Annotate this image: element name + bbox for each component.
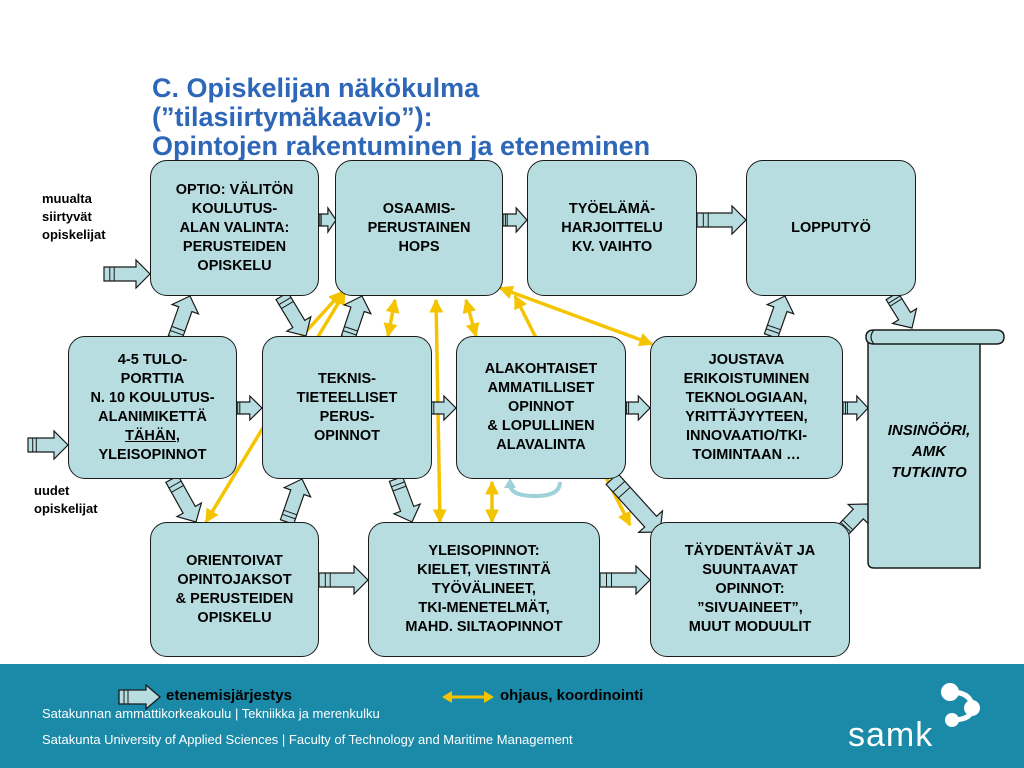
guidance-legend-icon (442, 691, 494, 703)
arrow-teknis-hops (340, 295, 373, 341)
box-alakohtaiset: ALAKOHTAISET AMMATILLISET OPINNOT & LOPU… (456, 336, 626, 479)
box-tyoelama: TYÖELÄMÄ- HARJOITTELU KV. VAIHTO (527, 160, 697, 296)
arrow-lopputyo-scroll (885, 291, 918, 329)
footer-bar (0, 664, 1024, 768)
box-hops: OSAAMIS- PERUSTAINEN HOPS (335, 160, 503, 296)
arrow-teknis-hops-tick (344, 326, 358, 332)
label-new-students: uudet opiskelijat (34, 483, 98, 516)
arrow-tayd-scroll-tick (842, 519, 854, 531)
arrow-tulo-orient (165, 474, 203, 523)
arrow-orient-teknis-tick (282, 513, 296, 520)
title-line-2: (”tilasiirtymäkaavio”): (152, 102, 433, 132)
box-teknis: TEKNIS- TIETEELLISET PERUS- OPINNOT (262, 336, 432, 479)
arrow-tulo-optio-tick (171, 325, 186, 332)
arrow-teknis-hops-tick (342, 330, 357, 336)
box-tuloportti: 4-5 TULO- PORTTIA N. 10 KOULUTUS- ALANIM… (68, 336, 237, 479)
samk-logo-text: samk (848, 716, 934, 754)
legend-guidance-label: ohjaus, koordinointi (500, 687, 644, 704)
arrow-lopputyo-scroll-tick (888, 295, 901, 304)
box-joustava: JOUSTAVA ERIKOISTUMINEN TEKNOLOGIAAN, YR… (650, 336, 843, 479)
arrow-alakoht-tayd-tick (618, 486, 631, 499)
legend-progression-label: etenemisjärjestys (166, 687, 292, 704)
arrow-orient-teknis (279, 478, 312, 526)
arrow-tulo-optio-tick (170, 330, 184, 336)
arrow-joustava-lopputyo (763, 295, 795, 340)
arrow-tyoelama-lopputyo (696, 204, 747, 236)
label-transfer-students: muualta siirtyvät opiskelijat (42, 191, 106, 242)
arrow-joustava-scroll (842, 394, 869, 422)
footer-org-en: Satakunta University of Applied Sciences… (42, 732, 573, 747)
arrow-optio-teknis-tick (278, 296, 292, 306)
box-taydentavat: TÄYDENTÄVÄT JA SUUNTAAVAT OPINNOT: ”SIVU… (650, 522, 850, 657)
arrow-teknis-yleis (388, 475, 422, 523)
arrow-alakoht-tayd (605, 472, 664, 534)
arrow-yleis-tayd (599, 564, 651, 596)
progression-legend-icon (118, 684, 161, 710)
arrow-teknis-alakoht (428, 394, 457, 422)
arrow-optio-teknis-tick (281, 300, 294, 310)
arrow-alakoht-tayd-tick (612, 480, 626, 493)
title-line-3: Opintojen rakentuminen ja eteneminen (152, 131, 651, 161)
arrow-tulo-optio (167, 295, 200, 342)
arrow-new-in (27, 429, 69, 461)
slide-title: C. Opiskelijan näkökulma (”tilasiirtymäk… (152, 74, 912, 162)
arrow-joustava-lopputyo-tick (767, 324, 781, 331)
progression-arrows (27, 204, 918, 596)
guide-hops-teknis (383, 298, 400, 338)
arrow-alakoht-joustava (623, 394, 651, 422)
samk-logo-icon (941, 683, 980, 727)
box-optio: OPTIO: VÄLITÖN KOULUTUS- ALAN VALINTA: P… (150, 160, 319, 296)
arrow-joustava-lopputyo-tick (765, 328, 780, 334)
arrow-transfer-in (103, 258, 151, 290)
box-yleisopinnot: YLEISOPINNOT: KIELET, VIESTINTÄ TYÖVÄLIN… (368, 522, 600, 657)
arrow-tulo-orient-tick (171, 484, 184, 493)
arrow-teknis-yleis-tick (392, 485, 407, 492)
footer-org-fi: Satakunnan ammattikorkeakoulu | Tekniikk… (42, 706, 380, 721)
arrow-tulo-teknis (234, 394, 263, 422)
title-line-1: C. Opiskelijan näkökulma (152, 74, 480, 103)
degree-scroll (865, 329, 1005, 569)
box-lopputyo: LOPPUTYÖ (746, 160, 916, 296)
arrow-teknis-yleis-tick (391, 481, 405, 488)
box-orientoivat: ORIENTOIVAT OPINTOJAKSOT & PERUSTEIDEN O… (150, 522, 319, 657)
degree-label: INSINÖÖRI, AMK TUTKINTO (887, 422, 971, 481)
cycle-arrow-icon (508, 481, 562, 499)
arrow-orient-teknis-tick (283, 509, 298, 516)
arrow-hops-tyoelama (502, 206, 528, 234)
arrow-tulo-orient-tick (168, 480, 182, 489)
arrow-orient-yleis (318, 564, 369, 596)
guide-hops-alakoht (462, 298, 480, 338)
arrow-lopputyo-scroll-tick (889, 298, 903, 307)
arrow-optio-teknis (275, 291, 312, 337)
